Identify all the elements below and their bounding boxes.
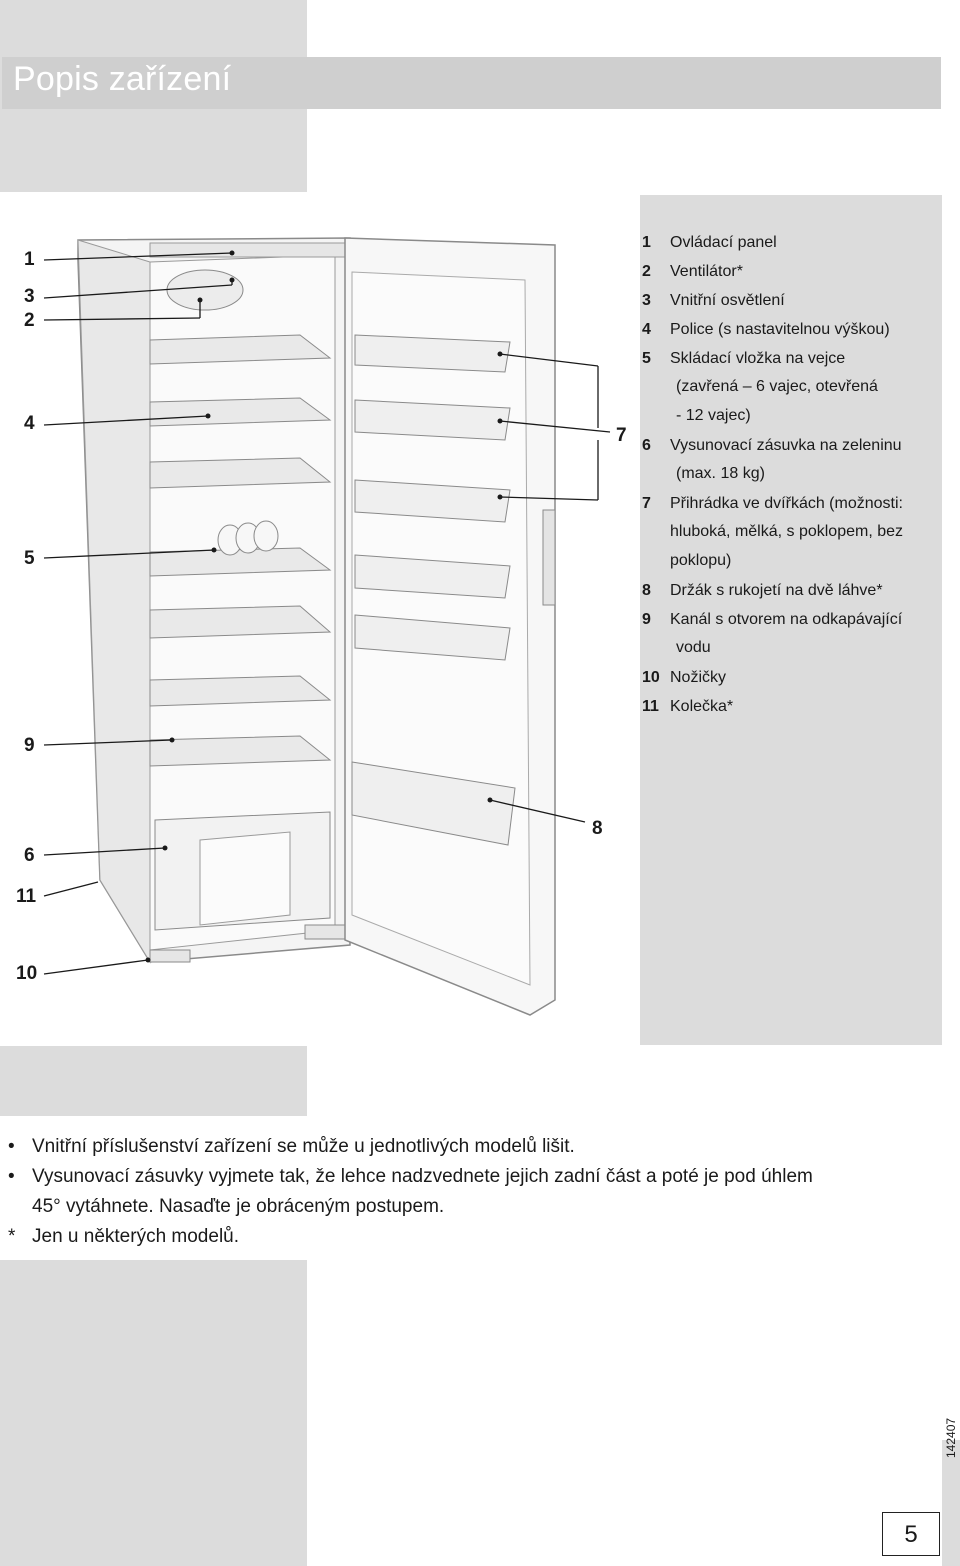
foot-left xyxy=(149,949,191,963)
fridge-illustration xyxy=(43,237,611,1016)
notes: • Vnitřní příslušenství zařízení se může… xyxy=(8,1132,948,1252)
callout-9: 9 xyxy=(24,735,35,756)
light-housing xyxy=(166,269,244,311)
legend-item: 9 Kanál s otvorem na odkapávající xyxy=(642,610,902,630)
legend-item: 11 Kolečka* xyxy=(642,697,733,717)
legend-num: 4 xyxy=(642,321,651,338)
note-asterisk: * xyxy=(8,1226,16,1247)
legend-item: 2 Ventilátor* xyxy=(642,262,743,282)
shelves xyxy=(149,334,332,767)
note-item-cont: 45° vytáhnete. Nasaďte je obráceným post… xyxy=(8,1192,948,1222)
legend-text: Ventilátor* xyxy=(670,263,743,280)
callout-3: 3 xyxy=(24,286,35,307)
right-gray-strip xyxy=(942,1440,960,1566)
legend-gray-panel xyxy=(640,195,942,1045)
legend-text: Držák s rukojetí na dvě láhve* xyxy=(670,582,883,599)
legend-text-cont: hluboká, mělká, s poklopem, bez xyxy=(670,523,904,540)
note-bullet: • xyxy=(8,1136,15,1157)
egg-tray xyxy=(217,520,279,556)
legend-text: Kolečka* xyxy=(670,698,734,715)
crisper-front xyxy=(199,831,291,926)
legend-text: Přihrádka ve dvířkách (možnosti: xyxy=(670,495,903,512)
legend-text: Vysunovací zásuvka na zeleninu xyxy=(670,437,902,454)
callout-11: 11 xyxy=(16,886,37,907)
leader-lines xyxy=(43,252,611,975)
legend-text-cont: vodu xyxy=(676,639,711,656)
legend-text-cont: (max. 18 kg) xyxy=(676,465,765,482)
door-bins xyxy=(351,334,516,846)
leader-dots xyxy=(145,250,503,963)
callout-6: 6 xyxy=(24,845,35,866)
callout-10: 10 xyxy=(16,963,38,984)
legend-item: 6 Vysunovací zásuvka na zeleninu xyxy=(642,436,902,456)
legend-num: 11 xyxy=(642,698,659,715)
note-text: Jen u některých modelů. xyxy=(32,1226,240,1247)
note-bullet: • xyxy=(8,1166,15,1187)
legend-item: 4 Police (s nastavitelnou výškou) xyxy=(642,320,890,340)
legend-num: 2 xyxy=(642,263,651,280)
legend-item: 1 Ovládací panel xyxy=(642,233,777,253)
legend-num: 6 xyxy=(642,437,651,454)
legend-item: 7 Přihrádka ve dvířkách (možnosti: xyxy=(642,494,903,514)
legend-num: 3 xyxy=(642,292,651,309)
legend-text-cont: - 12 vajec) xyxy=(676,407,751,424)
legend-num: 5 xyxy=(642,350,651,367)
note-text: Vysunovací zásuvky vyjmete tak, že lehce… xyxy=(32,1166,813,1187)
note-item: • Vysunovací zásuvky vyjmete tak, že leh… xyxy=(8,1162,948,1192)
legend-item: 5 Skládací vložka na vejce xyxy=(642,349,845,369)
page-title: Popis zařízení xyxy=(13,60,232,98)
callout-4: 4 xyxy=(24,413,35,434)
callout-5: 5 xyxy=(24,548,35,569)
foot-right xyxy=(304,924,351,940)
door-handle xyxy=(542,509,556,606)
legend-text: Ovládací panel xyxy=(670,234,777,251)
legend-num: 1 xyxy=(642,234,651,251)
legend-text: Skládací vložka na vejce xyxy=(670,350,846,367)
note-text: Vnitřní příslušenství zařízení se může u… xyxy=(32,1136,575,1157)
legend-num: 7 xyxy=(642,495,651,512)
callout-1: 1 xyxy=(24,249,35,270)
note-item: * Jen u některých modelů. xyxy=(8,1222,948,1252)
title-band xyxy=(2,57,941,109)
lower-gray-panel-top xyxy=(0,1046,307,1116)
legend-item: 3 Vnitřní osvětlení xyxy=(642,291,785,311)
legend-item: 8 Držák s rukojetí na dvě láhve* xyxy=(642,581,883,601)
callout-7: 7 xyxy=(616,425,627,446)
legend-text-cont: (zavřená – 6 vajec, otevřená xyxy=(676,378,878,395)
legend-text: Kanál s otvorem na odkapávající xyxy=(670,611,903,628)
legend-num: 10 xyxy=(642,669,660,686)
page-number: 5 xyxy=(882,1512,940,1556)
lower-gray-panel-bottom xyxy=(0,1260,307,1566)
callout-2: 2 xyxy=(24,310,35,331)
legend-text: Nožičky xyxy=(670,669,727,686)
legend-text-cont: poklopu) xyxy=(670,552,732,569)
document-code: 142407 xyxy=(944,1417,958,1458)
note-text: 45° vytáhnete. Nasaďte je obráceným post… xyxy=(32,1196,445,1217)
legend-text: Vnitřní osvětlení xyxy=(670,292,785,309)
legend-num: 8 xyxy=(642,582,651,599)
legend-text: Police (s nastavitelnou výškou) xyxy=(670,321,890,338)
legend-num: 9 xyxy=(642,611,651,628)
callout-8: 8 xyxy=(592,818,603,839)
cabinet-side xyxy=(77,239,151,964)
legend-item: 10 Nožičky xyxy=(642,668,726,688)
note-item: • Vnitřní příslušenství zařízení se může… xyxy=(8,1132,948,1162)
